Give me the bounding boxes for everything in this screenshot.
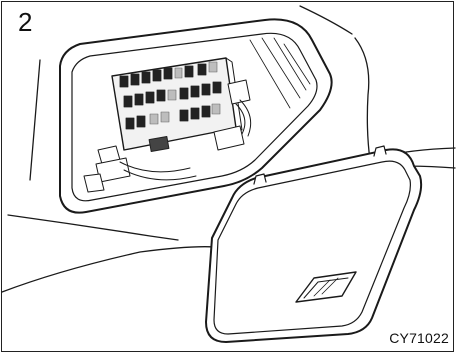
step-number: 2 bbox=[18, 9, 32, 35]
relay-block bbox=[149, 137, 169, 152]
figure-code: CY71022 bbox=[389, 331, 449, 345]
